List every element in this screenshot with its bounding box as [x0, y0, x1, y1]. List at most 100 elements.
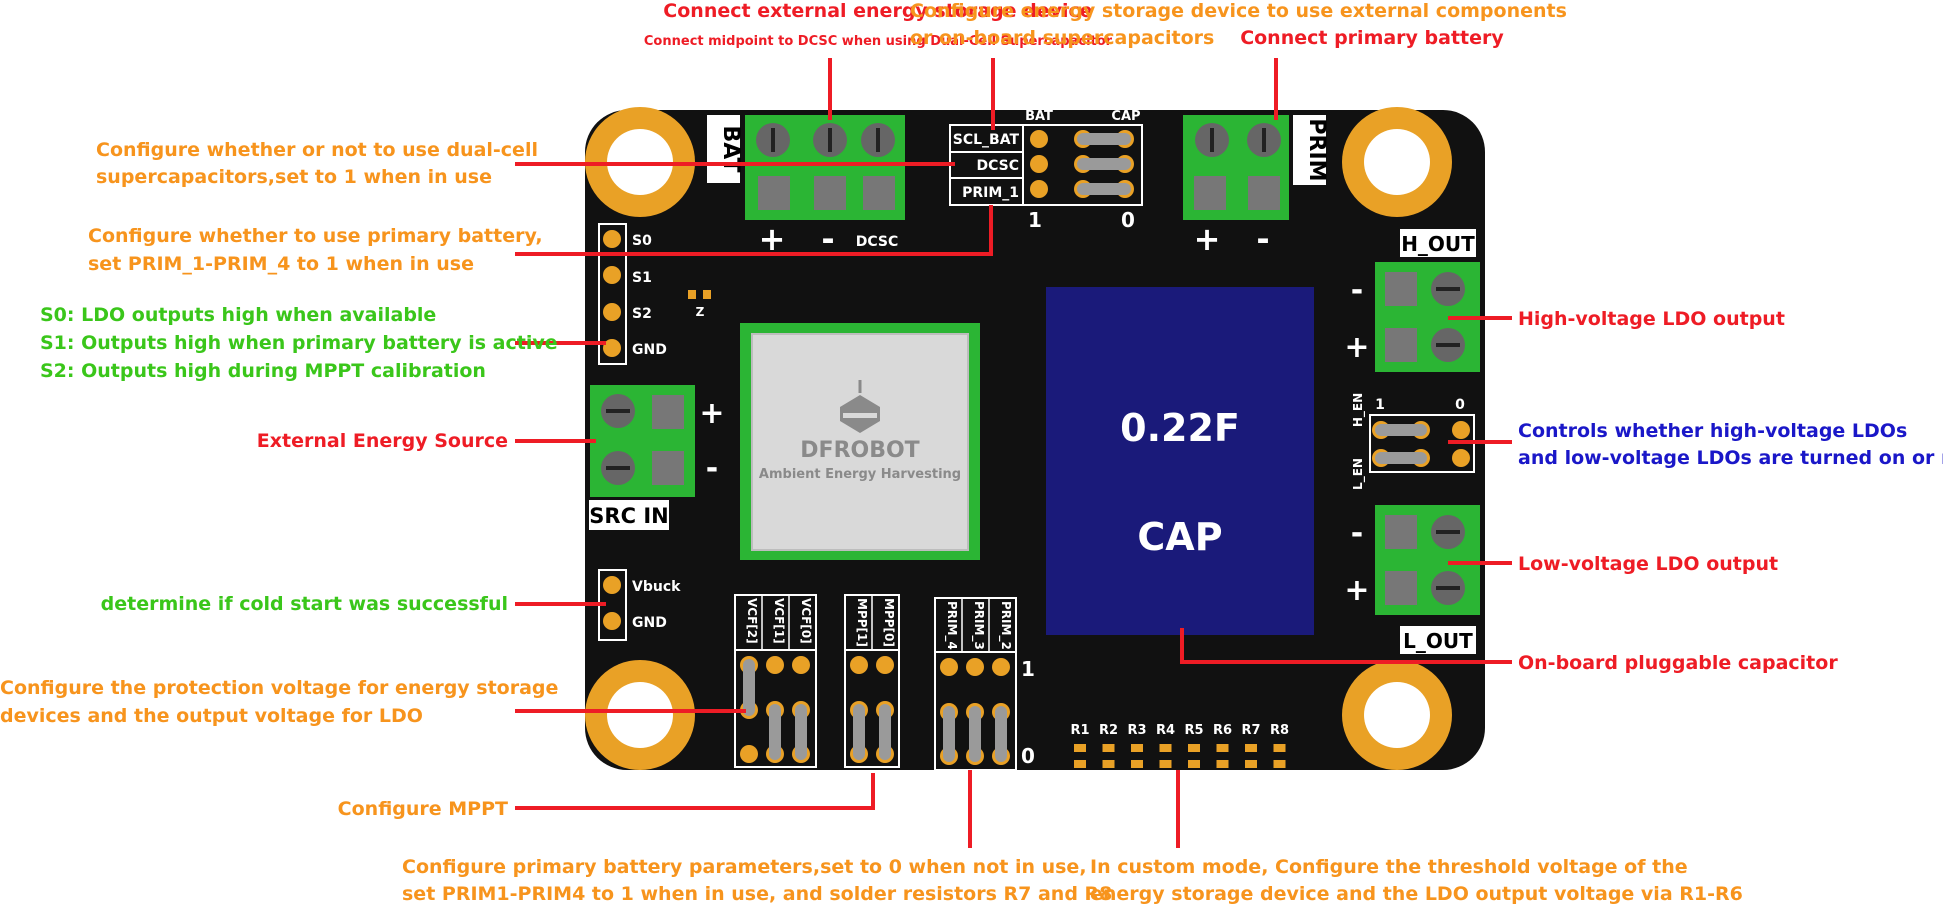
scl-bat-label: SCL_BAT — [953, 132, 1020, 148]
col-bat-label: BAT — [1025, 109, 1053, 124]
prim-4-label: PRIM_4 — [944, 601, 959, 650]
resistor-label: R1 — [1070, 723, 1089, 738]
resistor-pad — [1159, 744, 1172, 752]
vcf-2-label: VCF[2] — [745, 598, 759, 644]
resistor-pad — [1188, 760, 1200, 768]
callout-ext-source: External Energy Source — [257, 430, 508, 452]
prim-label-box — [1293, 115, 1326, 185]
h-out-label: H_OUT — [1401, 232, 1475, 256]
resistor-pad — [1074, 744, 1086, 752]
callout-dual-cell-1: Configure whether or not to use dual-cel… — [96, 139, 538, 161]
prim-header-zero: 0 — [1021, 744, 1035, 768]
callout-ldo-ctrl-1: Controls whether high-voltage LDOs — [1518, 420, 1907, 442]
resistor-pad — [1131, 744, 1143, 752]
vbuck-gnd-label: GND — [632, 615, 667, 631]
callout-s1: S1: Outputs high when primary battery is… — [40, 332, 558, 354]
resistor-pad — [1102, 760, 1115, 768]
cap-name: CAP — [1137, 515, 1222, 559]
resistor-pad — [1273, 760, 1286, 768]
harvesting-chip — [740, 323, 980, 560]
bat-plus-label: + — [759, 220, 786, 258]
line-pluggable-cap — [1180, 628, 1512, 664]
h-out-label-box — [1400, 229, 1476, 257]
callout-custom-1: In custom mode, Configure the threshold … — [1090, 856, 1688, 878]
src-minus-label: - — [706, 451, 718, 486]
col-cap-label: CAP — [1111, 109, 1140, 124]
callout-custom-2: energy storage device and the LDO output… — [1090, 883, 1743, 904]
resistor-label: R3 — [1127, 723, 1146, 738]
ldo-enable-header — [1369, 414, 1475, 473]
resistor-label: R7 — [1241, 723, 1260, 738]
prim-plus-label: + — [1194, 220, 1221, 258]
supercapacitor — [1046, 287, 1314, 635]
callout-s2: S2: Outputs high during MPPT calibration — [40, 360, 486, 382]
resistor-pad — [1216, 760, 1229, 768]
storage-zero-label: 0 — [1121, 208, 1135, 232]
mounting-hole-bl — [585, 660, 695, 770]
prim-3-label: PRIM_3 — [971, 601, 986, 650]
prim-terminal — [1183, 115, 1289, 220]
src-plus-label: + — [699, 396, 724, 431]
vbuck-label: Vbuck — [632, 579, 681, 595]
callout-mppt: Configure MPPT — [338, 798, 508, 820]
vcf-header — [734, 594, 817, 768]
h-out-minus-label: - — [1351, 273, 1363, 308]
prim-label: PRIM — [1304, 118, 1329, 181]
resistor-label: R5 — [1184, 723, 1203, 738]
z-pad-left — [688, 290, 696, 299]
resistor-pad — [1102, 744, 1115, 752]
callout-lines — [515, 58, 1512, 848]
prim-2-label: PRIM_2 — [998, 601, 1013, 650]
callout-protection-1: Configure the protection voltage for ene… — [0, 677, 558, 699]
callout-prim-params-1: Configure primary battery parameters,set… — [402, 856, 1087, 878]
callout-pluggable-cap: On-board pluggable capacitor — [1518, 652, 1838, 674]
chip-brand: DFROBOT — [800, 438, 919, 463]
line-use-primary — [515, 205, 993, 256]
vbuck-header — [598, 569, 627, 641]
callout-cfg-storage-1: Configure energy storage device to use e… — [910, 0, 1567, 22]
line-mppt — [515, 773, 875, 810]
dcsc-label: DCSC — [976, 158, 1019, 174]
prim-header-one: 1 — [1021, 657, 1035, 681]
callout-ext-storage-title: Connect external energy storage device — [663, 0, 1092, 22]
h-out-plus-label: + — [1344, 330, 1369, 365]
l-out-terminal — [1375, 505, 1480, 615]
en-zero-label: 0 — [1455, 397, 1465, 413]
s2-pin-label: S2 — [632, 306, 652, 322]
vcf-1-label: VCF[1] — [772, 598, 786, 644]
resistor-pad — [1074, 760, 1086, 768]
cap-value: 0.22F — [1120, 406, 1240, 450]
l-en-label: L_EN — [1351, 458, 1366, 490]
callout-lv-ldo: Low-voltage LDO output — [1518, 553, 1778, 575]
resistor-label: R8 — [1270, 723, 1289, 738]
resistor-pad — [1159, 760, 1172, 768]
callout-use-primary-1: Configure whether to use primary battery… — [88, 225, 543, 247]
resistor-pad — [1188, 744, 1200, 752]
status-header — [598, 223, 627, 365]
bat-terminal — [745, 115, 905, 220]
resistor-pad — [1245, 744, 1257, 752]
mpp-1-label: MPP[1] — [855, 598, 869, 647]
prim-1-label: PRIM_1 — [962, 185, 1019, 201]
prim-minus-label: - — [1256, 220, 1269, 258]
s0-pin-label: S0 — [632, 233, 652, 249]
mpp-0-label: MPP[0] — [882, 598, 896, 647]
resistor-label: R4 — [1156, 723, 1175, 738]
callout-s0: S0: LDO outputs high when available — [40, 304, 436, 326]
l-out-label: L_OUT — [1403, 629, 1473, 653]
callout-primary-battery: Connect primary battery — [1240, 27, 1504, 49]
callout-cold-start: determine if cold start was successful — [101, 593, 508, 615]
z-label: Z — [696, 305, 705, 319]
bat-label-box — [707, 115, 740, 183]
callout-protection-2: devices and the output voltage for LDO — [0, 705, 423, 727]
callout-ext-storage-sub: Connect midpoint to DCSC when using Dual… — [644, 34, 1113, 49]
resistor-pad — [1131, 760, 1143, 768]
callout-ldo-ctrl-2: and low-voltage LDOs are turned on or no… — [1518, 447, 1943, 469]
chip-subtitle: Ambient Energy Harvesting — [759, 467, 961, 482]
resistor-pad — [1245, 760, 1257, 768]
src-in-label: SRC IN — [589, 504, 668, 528]
resistor-pad — [1216, 744, 1229, 752]
l-out-minus-label: - — [1351, 516, 1363, 551]
